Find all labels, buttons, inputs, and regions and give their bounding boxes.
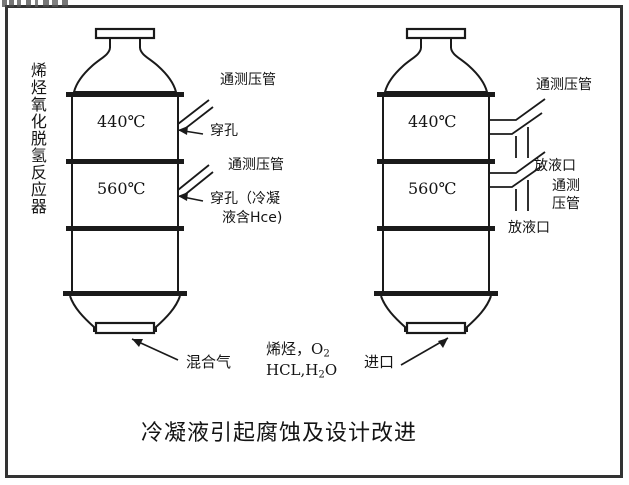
right-top-flange (405, 27, 467, 40)
right-bottom-flange (405, 321, 467, 335)
feed-line1-subscript: 2 (323, 348, 330, 360)
left-bottom-cone (69, 295, 181, 332)
left-flange-band-1 (66, 92, 184, 97)
right-callout-drain-upper: 放液口 (534, 158, 576, 174)
left-callout-arrow-perforation-lower (177, 192, 204, 202)
right-callout-pressure-tube-lower-line1: 通测 (552, 178, 580, 194)
left-callout-pressure-tube-lower: 通测压管 (228, 157, 284, 173)
right-branch-pipe-lower (489, 151, 546, 211)
left-callout-arrow-perforation-upper (177, 126, 204, 135)
clipped-title-artifact (2, 0, 74, 7)
left-flange-band-4 (63, 291, 187, 296)
feed-composition-line2: HCL,H2O (266, 362, 337, 381)
left-callout-pressure-tube-upper: 通测压管 (220, 72, 276, 88)
right-flange-band-1 (377, 92, 495, 97)
left-pressure-tube-lower (177, 164, 214, 198)
left-bottom-flange (94, 321, 156, 335)
left-callout-perforation-lower-line1: 穿孔（冷凝 (210, 191, 280, 207)
left-temp-lower: 560℃ (97, 179, 146, 198)
right-temp-lower: 560℃ (408, 179, 457, 198)
left-pressure-tube-upper (177, 99, 214, 132)
left-vessel-body (63, 27, 187, 335)
left-callout-perforation-upper: 穿孔 (210, 123, 238, 139)
right-flange-band-4 (374, 291, 498, 296)
right-branch-pipe-upper (489, 98, 546, 158)
left-flange-band-2 (66, 159, 184, 164)
right-temp-upper: 440℃ (408, 112, 457, 131)
right-inlet-arrow (400, 337, 449, 366)
right-callout-drain-lower: 放液口 (508, 220, 550, 236)
inlet-label: 进口 (364, 353, 395, 371)
left-dome-head (72, 47, 178, 93)
feed-line2-subscript: 2 (318, 369, 325, 381)
feed-composition-line1: 烯烃，O2 (266, 341, 330, 360)
left-top-flange (94, 27, 156, 40)
vertical-reactor-label: 烯烃氧化脱氢反应器 (27, 62, 47, 215)
right-vessel-body (374, 27, 498, 335)
right-dome-head (383, 47, 489, 93)
left-callout-perforation-lower-line2: 液含Hce) (222, 210, 283, 226)
right-flange-band-3 (377, 226, 495, 231)
right-callout-pressure-tube-lower-line2: 压管 (552, 196, 580, 212)
figure-border (5, 5, 623, 478)
feed-line2-text-b: O (324, 361, 338, 379)
mixed-gas-label: 混合气 (186, 353, 232, 371)
left-inlet-arrow (131, 338, 179, 361)
left-flange-band-3 (66, 226, 184, 231)
left-temp-upper: 440℃ (97, 112, 146, 131)
figure-title: 冷凝液引起腐蚀及设计改进 (141, 421, 418, 446)
right-callout-pressure-tube-upper: 通测压管 (536, 77, 592, 93)
right-bottom-cone (380, 295, 492, 332)
feed-line1-text: 烯烃，O (266, 340, 324, 358)
feed-line2-text-a: HCL,H (266, 361, 319, 379)
right-flange-band-2 (377, 159, 495, 164)
